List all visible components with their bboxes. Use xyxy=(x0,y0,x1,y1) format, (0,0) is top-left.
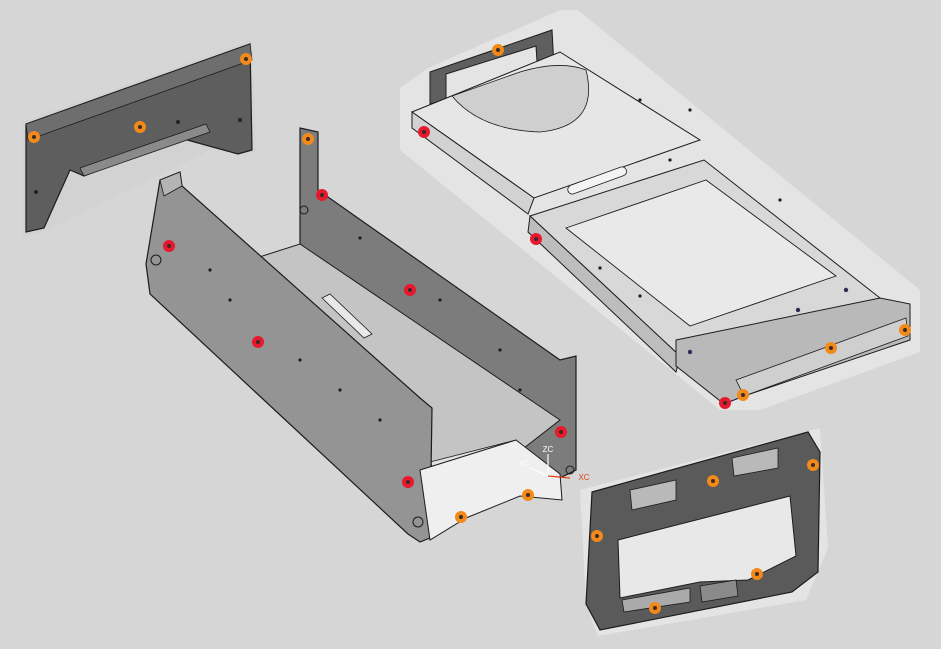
free-constraint-marker-icon[interactable] xyxy=(737,389,749,401)
free-constraint-marker-icon[interactable] xyxy=(807,459,819,471)
fixed-constraint-marker-icon[interactable] xyxy=(163,240,175,252)
rear-bracket-part[interactable] xyxy=(22,40,256,238)
fixed-constraint-marker-icon[interactable] xyxy=(530,233,542,245)
fixed-constraint-marker-icon[interactable] xyxy=(555,426,567,438)
front-frame-part[interactable] xyxy=(580,428,828,636)
free-constraint-marker-icon[interactable] xyxy=(28,131,40,143)
fixed-constraint-marker-icon[interactable] xyxy=(719,397,731,409)
free-constraint-marker-icon[interactable] xyxy=(591,530,603,542)
fixed-constraint-marker-icon[interactable] xyxy=(402,476,414,488)
triad-zc-label: ZC xyxy=(543,445,554,454)
free-constraint-marker-icon[interactable] xyxy=(707,475,719,487)
triad-xc-label: XC xyxy=(578,473,589,482)
free-constraint-marker-icon[interactable] xyxy=(492,44,504,56)
free-constraint-marker-icon[interactable] xyxy=(455,511,467,523)
free-constraint-marker-icon[interactable] xyxy=(134,121,146,133)
free-constraint-marker-icon[interactable] xyxy=(240,53,252,65)
free-constraint-marker-icon[interactable] xyxy=(302,133,314,145)
free-constraint-marker-icon[interactable] xyxy=(825,342,837,354)
fixed-constraint-marker-icon[interactable] xyxy=(418,126,430,138)
main-chassis-part[interactable] xyxy=(145,127,577,543)
free-constraint-marker-icon[interactable] xyxy=(751,568,763,580)
free-constraint-marker-icon[interactable] xyxy=(649,602,661,614)
wcs-triad: ZC YC XC xyxy=(518,445,589,482)
fixed-constraint-marker-icon[interactable] xyxy=(316,189,328,201)
free-constraint-marker-icon[interactable] xyxy=(522,489,534,501)
fixed-constraint-marker-icon[interactable] xyxy=(404,284,416,296)
tray-assembly-part[interactable] xyxy=(400,10,920,410)
free-constraint-marker-icon[interactable] xyxy=(899,324,911,336)
fixed-constraint-marker-icon[interactable] xyxy=(252,336,264,348)
triad-yc-label: YC xyxy=(518,459,529,468)
constraint-markers[interactable] xyxy=(28,44,911,614)
